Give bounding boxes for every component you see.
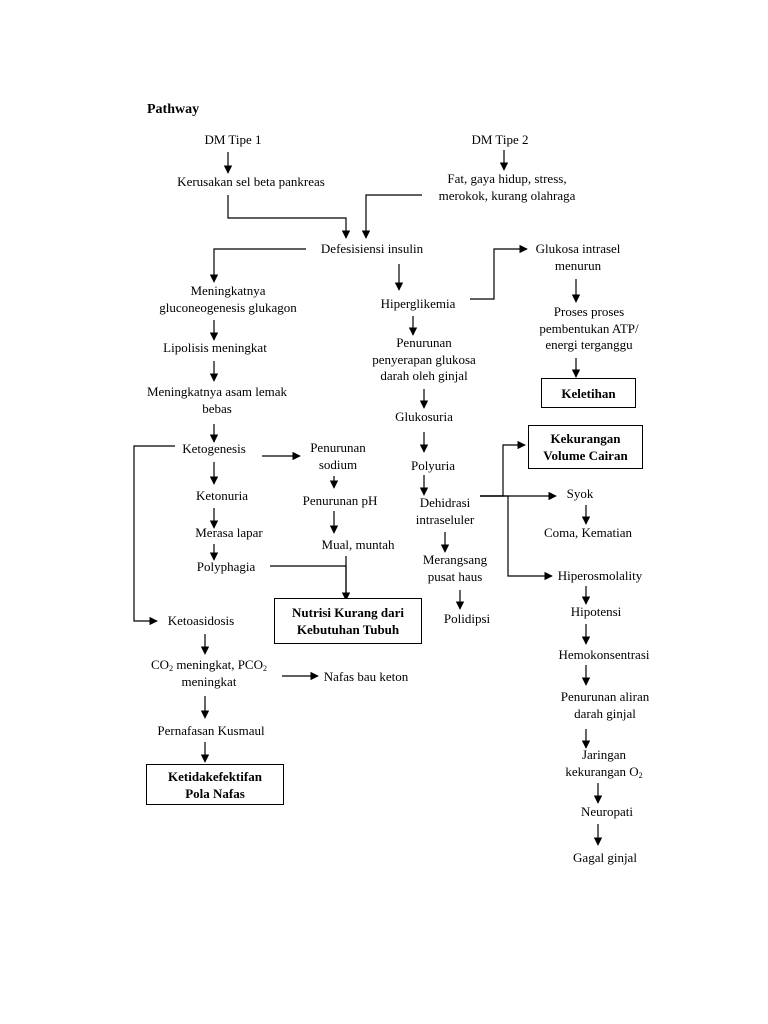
node-coma-kematian: Coma, Kematian — [543, 525, 633, 540]
edge-ketogenesis-ketoasidosis — [133, 445, 175, 626]
node-penurunan-ph: Penurunan pH — [302, 493, 378, 508]
node-ketogenesis: Ketogenesis — [182, 441, 246, 456]
co2-line2: meningkat — [181, 673, 237, 689]
pco2-text-part: meningkat, PCO — [173, 657, 263, 672]
node-merangsang-pusat-haus: Merangsang pusat haus — [422, 552, 488, 584]
diagnosis-keletihan: Keletihan — [541, 378, 636, 408]
pco2-subscript: 2 — [262, 664, 267, 673]
node-neuropati: Neuropati — [581, 804, 633, 819]
o2-subscript: 2 — [638, 770, 643, 780]
node-syok: Syok — [566, 486, 594, 501]
node-kerusakan-sel-beta: Kerusakan sel beta pankreas — [177, 174, 325, 189]
node-glukosuria: Glukosuria — [395, 409, 453, 424]
node-hipotensi: Hipotensi — [570, 604, 622, 619]
node-asam-lemak-bebas: Meningkatnya asam lemak bebas — [146, 384, 288, 416]
node-pernafasan-kusmaul: Pernafasan Kusmaul — [157, 723, 265, 738]
node-merasa-lapar: Merasa lapar — [195, 525, 263, 540]
node-nafas-bau-keton: Nafas bau keton — [323, 669, 409, 684]
node-hiperglikemia: Hiperglikemia — [380, 296, 456, 311]
node-penurunan-sodium: Penurunan sodium — [310, 440, 366, 472]
diagnosis-kekurangan-volume-cairan: Kekurangan Volume Cairan — [528, 425, 643, 469]
diagnosis-nutrisi-kurang: Nutrisi Kurang dari Kebutuhan Tubuh — [274, 598, 422, 644]
node-hemokonsentrasi: Hemokonsentrasi — [558, 647, 650, 662]
edge-dehidrasi-hiperosmolality — [480, 495, 553, 581]
node-polyphagia: Polyphagia — [196, 559, 256, 574]
node-faktor-risiko: Fat, gaya hidup, stress, merokok, kurang… — [438, 171, 576, 203]
node-defisiensi-insulin: Defesisiensi insulin — [320, 241, 424, 256]
node-lipolisis: Lipolisis meningkat — [163, 340, 267, 355]
edge-polyphagia-nutrisi — [270, 565, 351, 601]
diagnosis-ketidakefektifan-pola-nafas: Ketidakefektifan Pola Nafas — [146, 764, 284, 805]
node-glukosa-intrasel: Glukosa intrasel menurun — [535, 241, 621, 273]
diagram-title: Pathway — [147, 102, 200, 117]
edge-defisiensi-gluconeogenesis — [209, 248, 306, 283]
edge-kerusakan-defisiensi — [227, 195, 351, 239]
node-gluconeogenesis: Meningkatnya gluconeogenesis glukagon — [159, 283, 297, 315]
edge-fat-defisiensi — [361, 194, 422, 239]
node-penurunan-penyerapan: Penurunan penyerapan glukosa darah oleh … — [372, 335, 476, 383]
node-dm-tipe-1: DM Tipe 1 — [204, 132, 262, 147]
node-gagal-ginjal: Gagal ginjal — [573, 850, 637, 865]
node-polyuria: Polyuria — [410, 458, 456, 473]
edge-dehidrasi-volume — [480, 440, 526, 497]
node-dehidrasi-intraseluler: Dehidrasi intraseluler — [415, 495, 475, 527]
node-dm-tipe-2: DM Tipe 2 — [471, 132, 529, 147]
co2-text-part: CO — [151, 657, 170, 672]
co2-subscript: 2 — [169, 664, 174, 673]
node-mual-muntah: Mual, muntah — [321, 537, 395, 552]
jaringan-line1: Jaringan — [581, 747, 627, 762]
jaringan-line2: kekurangan O — [565, 763, 639, 779]
node-ketonuria: Ketonuria — [196, 488, 248, 503]
node-ketoasidosis: Ketoasidosis — [167, 613, 235, 628]
node-proses-atp: Proses proses pembentukan ATP/ energi te… — [539, 304, 639, 352]
node-penurunan-aliran-darah: Penurunan aliran darah ginjal — [560, 689, 650, 721]
node-polidipsi: Polidipsi — [443, 611, 491, 626]
node-hiperosmolality: Hiperosmolality — [557, 568, 643, 583]
edge-hiperglikemia-glukosa — [470, 244, 528, 300]
